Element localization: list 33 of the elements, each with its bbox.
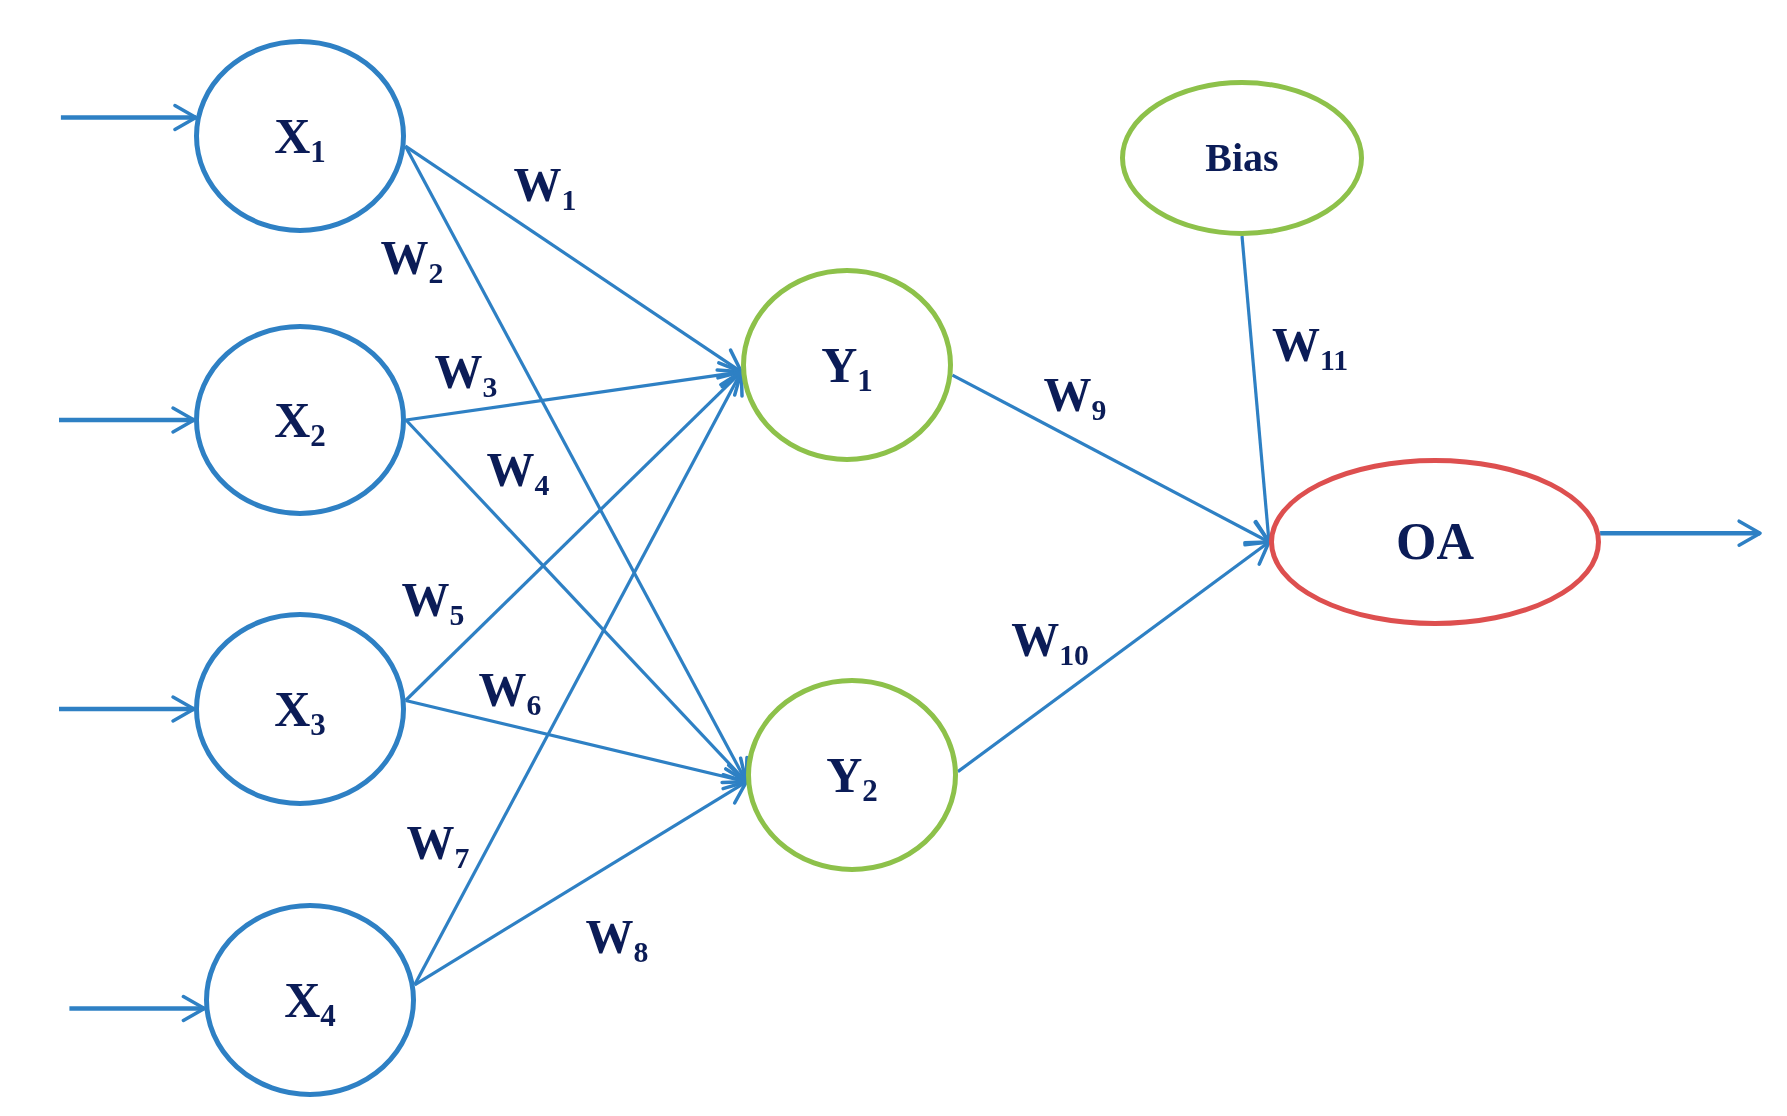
node-label: X$_{3}$ <box>274 684 326 734</box>
node-label: X$_{2}$ <box>274 395 326 445</box>
input-arrow <box>59 695 196 723</box>
weight-label: W$_{7}$ <box>406 819 470 867</box>
input-node <box>204 903 416 1097</box>
weight-label: W$_{2}$ <box>380 234 444 282</box>
connection-arrow <box>413 780 749 987</box>
hidden-node <box>741 268 953 462</box>
weight-label: W$_{1}$ <box>513 161 577 209</box>
node-label: Y$_{2}$ <box>826 750 878 800</box>
weight-label: W$_{4}$ <box>486 446 550 494</box>
input-arrow <box>59 406 196 434</box>
node-label: X$_{4}$ <box>284 975 336 1025</box>
output-arrow <box>1600 519 1762 547</box>
weight-label: W$_{5}$ <box>401 576 465 624</box>
hidden-node <box>746 678 958 872</box>
input-arrow <box>69 994 207 1023</box>
node-label: Y$_{1}$ <box>821 340 873 390</box>
node-label: Bias <box>1205 138 1279 178</box>
node-label: OA <box>1396 516 1474 568</box>
output-node <box>1269 458 1601 626</box>
node-label: X$_{1}$ <box>274 111 326 161</box>
weight-label: W$_{3}$ <box>434 348 498 396</box>
weight-label: W$_{9}$ <box>1043 371 1107 419</box>
weight-label: W$_{11}$ <box>1271 321 1349 369</box>
weight-label: W$_{10}$ <box>1011 616 1089 664</box>
connection-arrow <box>956 540 1271 773</box>
input-node <box>194 324 406 516</box>
bias-node <box>1120 80 1364 236</box>
input-node <box>194 39 406 233</box>
weight-label: W$_{6}$ <box>478 666 542 714</box>
input-arrow <box>60 103 198 132</box>
weight-label: W$_{8}$ <box>585 913 649 961</box>
